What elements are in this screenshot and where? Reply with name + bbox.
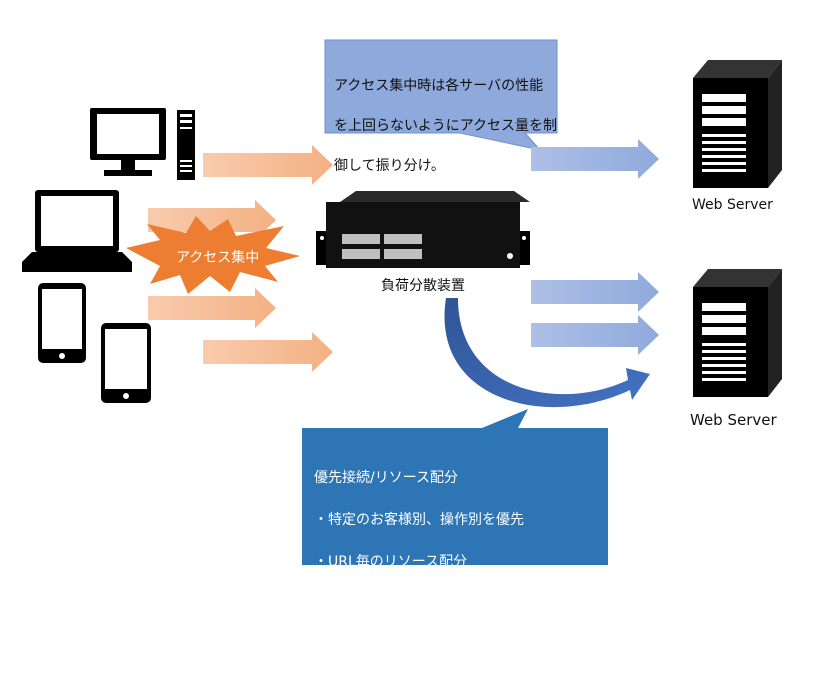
- access-burst-shape: [126, 216, 300, 294]
- callout-line: アクセス集中時は各サーバの性能: [334, 78, 544, 94]
- server-tower-icon: [693, 269, 782, 397]
- laptop-icon: [22, 190, 132, 272]
- tablet-icon: [38, 283, 86, 363]
- server-tower-icon: [693, 60, 782, 188]
- top-callout-text: アクセス集中時は各サーバの性能 を上回らないようにアクセス量を制 御して振り分け…: [334, 56, 557, 196]
- server-arrow: [531, 139, 659, 179]
- callout-line: を上回らないようにアクセス量を制: [334, 118, 558, 134]
- priority-curve-arrow: [444, 298, 650, 408]
- client-arrow: [203, 332, 333, 372]
- callout-line: ・1ページを構成するリソース表示を優先: [314, 596, 574, 612]
- callout-line: 御して振り分け。: [334, 158, 445, 174]
- bottom-callout-shape: [302, 409, 608, 565]
- desktop-monitor-icon: [90, 108, 166, 176]
- tablet-icon: [101, 323, 151, 403]
- rack-server-icon: [316, 191, 530, 268]
- callout-line: ・特定のお客様別、操作別を優先: [314, 512, 524, 528]
- load-balancing-diagram: [22, 39, 782, 565]
- client-arrow: [203, 145, 333, 185]
- server-label: Web Server: [690, 411, 777, 429]
- server-label: Web Server: [692, 197, 773, 213]
- bottom-callout-text: 優先接続/リソース配分 ・特定のお客様別、操作別を優先 ・URL毎のリソース配分…: [314, 447, 574, 678]
- top-callout-shape: [324, 39, 558, 151]
- server-arrow: [531, 315, 659, 355]
- callout-line: 優先接続/リソース配分: [314, 470, 459, 486]
- callout-line: ・URL毎のリソース配分: [314, 554, 468, 570]
- burst-label: アクセス集中: [176, 250, 260, 266]
- client-arrow: [148, 200, 276, 240]
- load-balancer-label: 負荷分散装置: [381, 278, 465, 294]
- callout-line: ・ネットワーク管理者の接続を優先: [314, 638, 538, 654]
- desktop-tower-icon: [177, 110, 195, 180]
- server-arrow: [531, 272, 659, 312]
- client-arrow: [148, 288, 276, 328]
